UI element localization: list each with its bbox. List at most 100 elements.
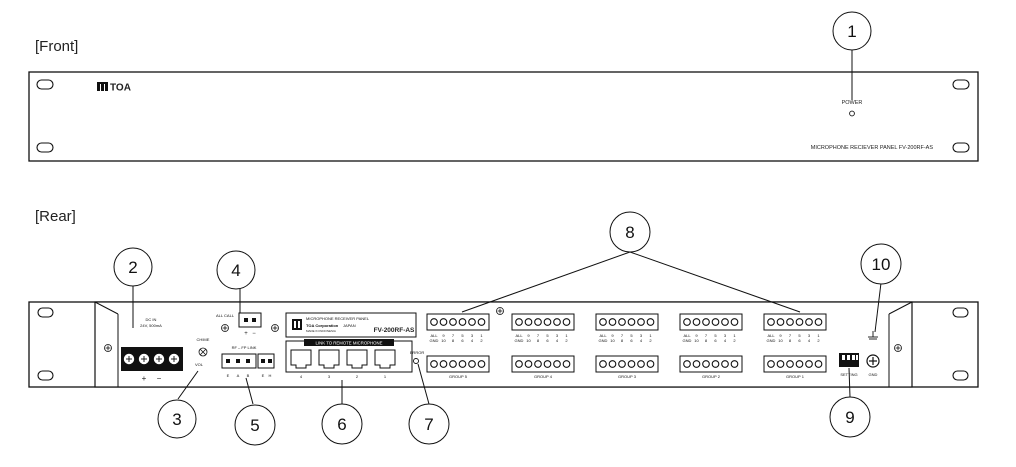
callout-4: 4 [216,250,256,290]
callout-9: 9 [829,396,871,438]
svg-text:2: 2 [733,338,736,343]
model-label: MICROPHONE RECIEVER PANEL FV-200RF-AS [811,145,934,151]
svg-text:ALL: ALL [430,333,438,338]
rj45-port-4 [290,349,312,369]
svg-text:E: E [262,373,265,378]
svg-text:MICROPHONE RECEIVER PANEL: MICROPHONE RECEIVER PANEL [306,316,370,321]
svg-text:6: 6 [546,338,549,343]
svg-text:CHIME: CHIME [197,337,210,342]
rack-slot [952,370,969,381]
svg-text:+: + [244,331,248,337]
rear-section-label: [Rear] [35,208,76,225]
rack-slot [952,307,969,318]
svg-text:6: 6 [630,338,633,343]
rack-slot [36,79,54,90]
svg-text:E: E [227,373,230,378]
svg-text:4: 4 [724,338,727,343]
svg-text:ALL: ALL [515,333,523,338]
svg-text:3: 3 [328,374,331,379]
rj45-port-3 [318,349,340,369]
rack-slot [36,142,54,153]
svg-text:4: 4 [556,338,559,343]
svg-text:9: 9 [779,333,782,338]
svg-text:2: 2 [649,338,652,343]
svg-text:5: 5 [461,333,464,338]
svg-text:ERROR: ERROR [410,350,425,355]
svg-text:6: 6 [461,338,464,343]
svg-text:8: 8 [705,338,708,343]
svg-text:TOA: TOA [110,83,131,94]
front-section-label: [Front] [35,38,78,55]
callout-7: 7 [408,403,450,445]
svg-text:6: 6 [337,415,346,434]
svg-text:3: 3 [471,333,474,338]
svg-text:4: 4 [471,338,474,343]
svg-text:10: 10 [610,338,615,343]
callout-8: 8 [609,211,651,253]
svg-text:4: 4 [300,374,303,379]
svg-text:5: 5 [798,333,801,338]
svg-text:FV-200RF-AS: FV-200RF-AS [374,327,415,334]
svg-text:7: 7 [537,333,540,338]
svg-text:LINK TO REMOTE MICROPHONE: LINK TO REMOTE MICROPHONE [316,341,383,346]
svg-text:9: 9 [442,333,445,338]
rj45-port-1 [374,349,396,369]
svg-text:A: A [237,373,240,378]
all-call-terminal: + − [238,312,262,337]
svg-text:7: 7 [621,333,624,338]
svg-text:MADE IN INDONESIA: MADE IN INDONESIA [306,329,336,333]
svg-text:ALL: ALL [767,333,775,338]
svg-text:10: 10 [778,338,783,343]
svg-text:DC IN: DC IN [146,317,157,322]
rack-slot [952,79,970,90]
svg-text:10: 10 [526,338,531,343]
svg-text:GND: GND [767,338,776,343]
svg-text:1: 1 [847,22,856,41]
callout-5: 5 [234,404,276,446]
gnd-terminal: GND [866,331,880,377]
svg-text:1: 1 [384,374,387,379]
svg-text:9: 9 [527,333,530,338]
svg-text:10: 10 [441,338,446,343]
svg-text:GND: GND [515,338,524,343]
svg-text:GND: GND [599,338,608,343]
rj45-port-2 [346,349,368,369]
svg-text:JAPAN: JAPAN [343,323,356,328]
svg-text:8: 8 [625,223,634,242]
svg-text:3: 3 [556,333,559,338]
svg-text:24V, 500mA: 24V, 500mA [140,323,162,328]
power-label: POWER [842,100,863,106]
callout-6: 6 [321,403,363,445]
svg-text:4: 4 [231,261,240,280]
svg-text:GND: GND [869,372,878,377]
svg-text:7: 7 [789,333,792,338]
svg-text:10: 10 [872,255,891,274]
svg-text:7: 7 [424,415,433,434]
svg-text:1: 1 [565,333,568,338]
svg-text:1: 1 [817,333,820,338]
callout-2: 2 [113,247,153,287]
svg-text:1: 1 [649,333,652,338]
svg-text:1: 1 [733,333,736,338]
svg-text:4: 4 [640,338,643,343]
svg-text:10: 10 [694,338,699,343]
name-plate: MICROPHONE RECEIVER PANEL TOA Corporatio… [285,312,417,338]
svg-text:9: 9 [695,333,698,338]
error-indicator [413,358,419,364]
svg-text:9: 9 [611,333,614,338]
chime-volume-knob [198,347,208,357]
rack-slot [952,142,970,153]
svg-text:3: 3 [808,333,811,338]
svg-text:GND: GND [683,338,692,343]
callout-1: 1 [832,11,872,51]
svg-text:2: 2 [817,338,820,343]
svg-text:GROUP 4: GROUP 4 [534,374,553,379]
svg-text:+: + [142,374,147,383]
rack-slot [37,307,54,318]
svg-text:5: 5 [630,333,633,338]
leader-lines [132,49,882,405]
